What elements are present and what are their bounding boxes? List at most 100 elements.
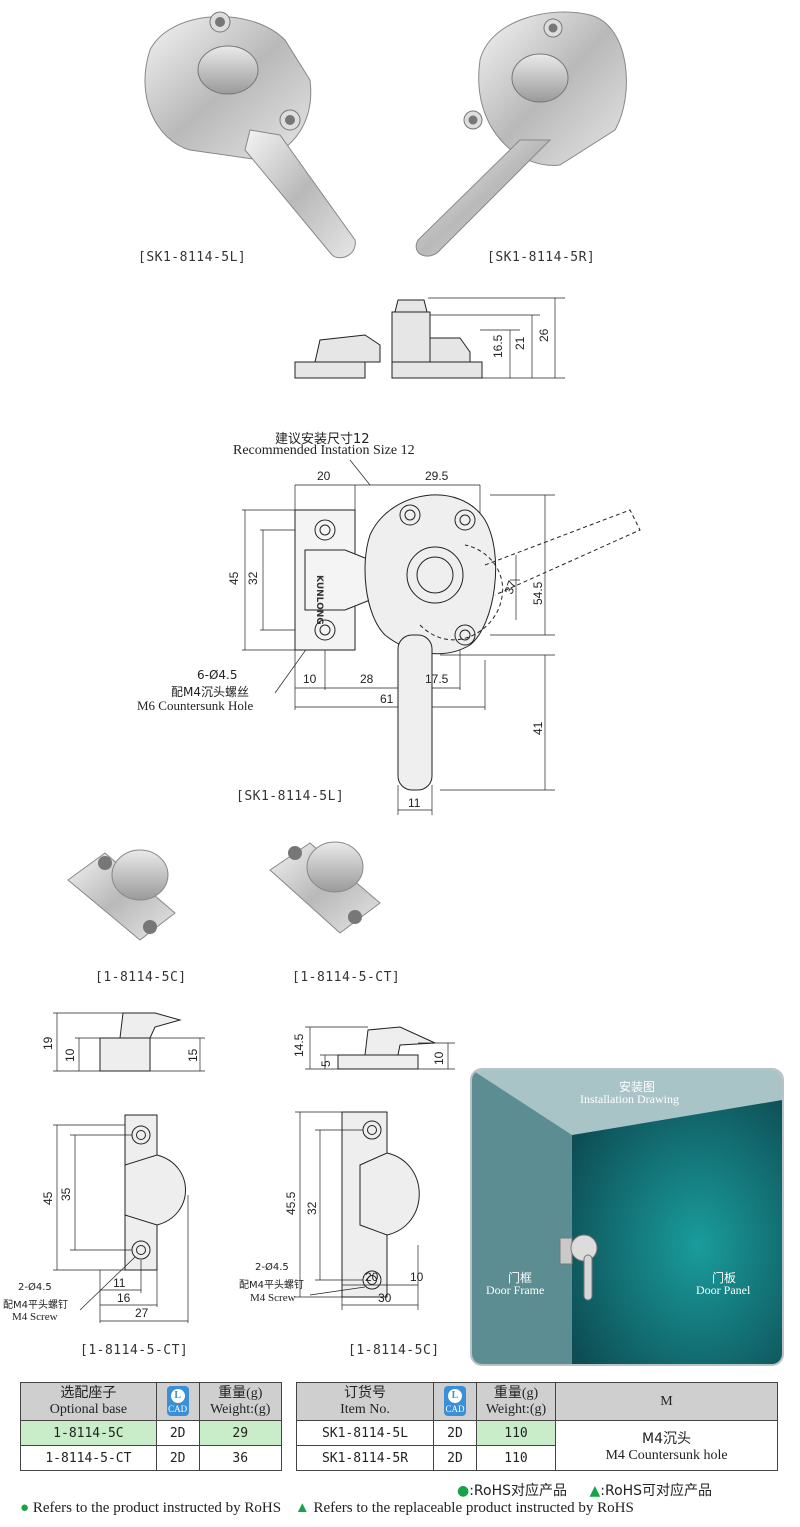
dim-c-45-5: 45.5 xyxy=(284,1191,298,1215)
dim-32: 32 xyxy=(246,571,260,585)
dim-c-10w: 10 xyxy=(410,1270,424,1284)
ct-note-en: M4 Screw xyxy=(12,1311,58,1323)
base-photo-1 xyxy=(67,849,176,941)
dim-ct-15: 15 xyxy=(186,1048,200,1062)
door-panel-cn: 门板 xyxy=(712,1271,737,1285)
c-note-cn: 配M4平头螺钉 xyxy=(239,1280,304,1291)
dim-c-10: 10 xyxy=(432,1051,446,1065)
main-top-drawing: 20 29.5 45 32 37 54.5 10 28 17.5 61 41 1… xyxy=(227,459,641,815)
dim-c-30: 30 xyxy=(378,1291,392,1305)
cell-weight: 110 xyxy=(476,1420,556,1446)
c-note-en: M4 Screw xyxy=(250,1292,296,1304)
dim-ct-19: 19 xyxy=(41,1036,55,1050)
dim-37: 37 xyxy=(502,578,520,596)
installation-drawing: 安装图 Installation Drawing 门框 Door Frame 门… xyxy=(470,1068,784,1366)
dim-c-20: 20 xyxy=(365,1270,379,1284)
rohs-triangle-icon: ▲ xyxy=(294,1500,310,1516)
base-ct-drawing: 19 10 15 45 35 11 16 27 xyxy=(41,1012,205,1323)
caption-photo-right: [SK1-8114-5R] xyxy=(487,250,596,265)
dim-61: 61 xyxy=(380,692,394,706)
latch-photos xyxy=(144,11,627,259)
cell-item: 1-8114-5C xyxy=(20,1420,157,1446)
door-frame-en: Door Frame xyxy=(486,1283,545,1297)
install-note-cn: 建议安装尺寸12 xyxy=(275,432,370,447)
dim-45: 45 xyxy=(227,571,241,585)
installed-latch-icon xyxy=(559,1234,598,1301)
cell-type: 2D xyxy=(155,1420,200,1446)
cell-weight: 36 xyxy=(198,1445,283,1471)
dim-54-5: 54.5 xyxy=(531,581,545,605)
cell-item: SK1-8114-5L xyxy=(296,1420,434,1446)
dim-ct-16: 16 xyxy=(117,1291,131,1305)
hole-note-en: M6 Countersunk Hole xyxy=(137,698,254,713)
install-note-en: Recommended Instation Size 12 xyxy=(233,443,415,458)
hole-note-size: 6-Ø4.5 xyxy=(197,668,238,682)
cell-type: 2D xyxy=(433,1420,477,1446)
cell-weight: 29 xyxy=(198,1420,283,1446)
dim-28: 28 xyxy=(360,672,374,686)
header-m: M xyxy=(555,1382,778,1421)
install-title-en: Installation Drawing xyxy=(580,1092,679,1106)
dim-26: 26 xyxy=(537,328,551,342)
dim-top-29-5: 29.5 xyxy=(425,469,449,483)
dim-ct-27: 27 xyxy=(135,1306,149,1320)
dim-ct-35: 35 xyxy=(59,1187,73,1201)
table-row: SK1-8114-5R 2D 110 xyxy=(296,1445,778,1471)
dim-c-32: 32 xyxy=(305,1201,319,1215)
table-row: SK1-8114-5L 2D 110 M4沉头 M4 Countersunk h… xyxy=(296,1420,778,1471)
caption-drawing-main: [SK1-8114-5L] xyxy=(236,789,345,804)
dim-10: 10 xyxy=(303,672,317,686)
base-photos xyxy=(67,841,381,941)
base-c-drawing: 14.5 5 10 45.5 32 20 10 30 xyxy=(284,1026,455,1310)
dim-top-20: 20 xyxy=(317,469,331,483)
dim-17-5: 17.5 xyxy=(425,672,449,686)
side-view-drawing: 16.5 21 26 xyxy=(294,297,565,379)
engraving-kunlong: KUNLONG xyxy=(314,575,324,625)
installation-illustration xyxy=(472,1070,782,1364)
caption-base-photo-1: [1-8114-5C] xyxy=(95,970,187,985)
caption-photo-left: [SK1-8114-5L] xyxy=(138,250,247,265)
dim-ct-10: 10 xyxy=(63,1048,77,1062)
rohs-dot-icon: ● xyxy=(20,1500,30,1516)
m-en: M4 Countersunk hole xyxy=(605,1447,728,1463)
cell-type: 2D xyxy=(433,1445,477,1471)
caption-base-drawing-1: [1-8114-5-CT] xyxy=(80,1343,189,1358)
dim-16-5: 16.5 xyxy=(491,334,505,358)
ct-note-size: 2-Ø4.5 xyxy=(18,1282,52,1293)
dim-11: 11 xyxy=(408,796,421,810)
table-row: 1-8114-5-CT 2D 36 xyxy=(20,1445,283,1471)
rohs-triangle-icon: ▲ xyxy=(589,1483,601,1499)
install-title-cn: 安装图 xyxy=(619,1080,656,1094)
ct-note-cn: 配M4平头螺钉 xyxy=(3,1300,68,1311)
latch-photo-right xyxy=(415,11,627,257)
cell-item: SK1-8114-5R xyxy=(296,1445,434,1471)
dim-c-14-5: 14.5 xyxy=(292,1033,306,1057)
dim-41: 41 xyxy=(531,721,545,735)
dim-ct-11: 11 xyxy=(113,1276,126,1290)
m-cn: M4沉头 xyxy=(642,1430,691,1447)
dim-21: 21 xyxy=(513,336,527,350)
dim-ct-45: 45 xyxy=(41,1191,55,1205)
base-photo-2 xyxy=(269,841,381,934)
caption-base-photo-2: [1-8114-5-CT] xyxy=(292,970,401,985)
dim-c-5: 5 xyxy=(319,1060,333,1067)
legend-cn: ●:RoHS对应产品 ▲:RoHS可对应产品 xyxy=(457,1483,713,1499)
caption-base-drawing-2: [1-8114-5C] xyxy=(348,1343,440,1358)
door-panel-en: Door Panel xyxy=(696,1283,751,1297)
c-note-size: 2-Ø4.5 xyxy=(255,1262,289,1273)
legend-en: ● Refers to the product instructed by Ro… xyxy=(20,1500,634,1516)
cell-weight: 110 xyxy=(476,1445,556,1471)
table-row: 1-8114-5C 2D 29 xyxy=(20,1420,283,1446)
cell-item: 1-8114-5-CT xyxy=(20,1445,157,1471)
hole-note-cn: 配M4沉头螺丝 xyxy=(171,685,249,699)
door-frame-cn: 门框 xyxy=(508,1271,533,1285)
latch-photo-left xyxy=(144,11,356,259)
